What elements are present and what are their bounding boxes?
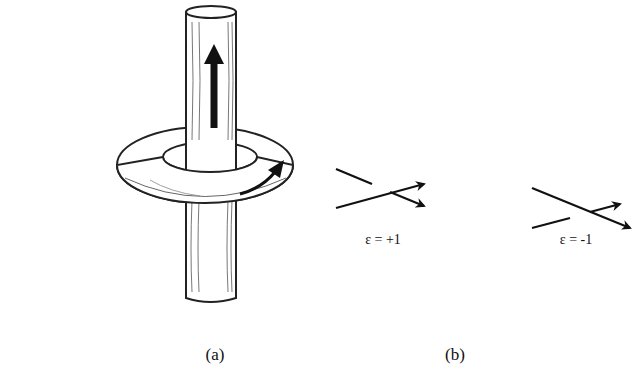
crossing-negative xyxy=(532,188,630,228)
ring-front xyxy=(117,157,293,203)
panel-label: (a) xyxy=(206,345,225,365)
sign-label: ε = +1 xyxy=(365,232,401,248)
sign-label: ε = -1 xyxy=(560,232,592,248)
rod xyxy=(186,6,236,302)
crossing-positive xyxy=(336,169,424,208)
panel-label: (b) xyxy=(445,345,465,365)
rod-arrow xyxy=(211,58,218,128)
rod-arrowhead xyxy=(204,44,224,64)
